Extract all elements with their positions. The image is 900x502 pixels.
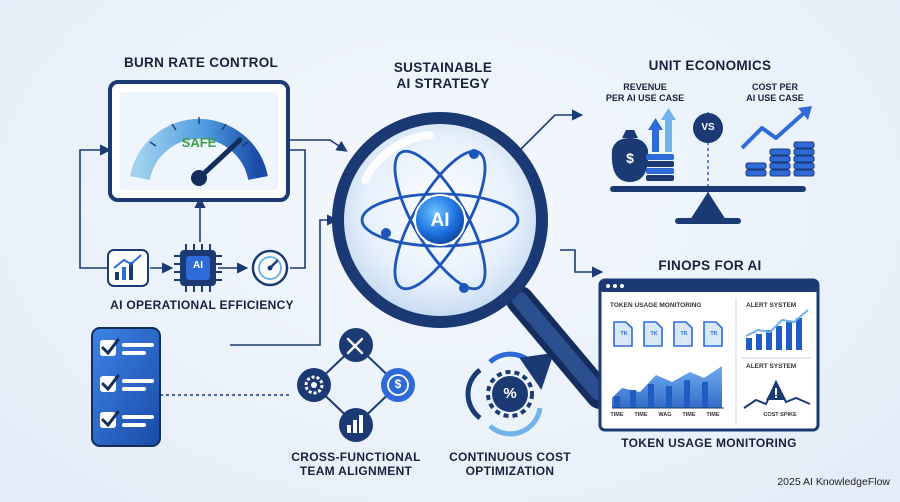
vs-label: VS [701,122,715,133]
percent-gear-icon [492,376,528,412]
atom-electrons [381,149,479,293]
burn-rate-title: BURN RATE CONTROL [123,55,279,70]
revenue-label-line1: REVENUE [623,82,667,92]
footer-credit: 2025 AI KnowledgeFlow [777,476,890,488]
growth-chart-icon [107,249,149,287]
gauge-safe-label: SAFE [181,135,217,150]
dollar-icon [381,368,415,402]
gauge-hub [191,170,207,186]
alert-chart-2 [743,379,811,409]
alignment-title-line1: CROSS-FUNCTIONAL [291,450,421,464]
token-label-4: TK [710,331,718,337]
chip-ai-label: AI [193,260,203,271]
connector-lines [79,109,604,346]
center-title-line1: SUSTAINABLE [393,60,493,75]
cost-icon [740,106,815,177]
cost-label-line1: COST PER [751,82,798,92]
speed-gauge-icon [251,249,289,287]
axis-label-4: TIME [682,412,696,418]
money-bag-dollar: $ [626,150,634,166]
gauge-needle [196,137,243,181]
center-title-line2: AI STRATEGY [396,76,490,91]
percent-glyph: % [503,385,517,402]
ai-chip-icon [174,244,222,292]
revenue-label: REVENUE PER AI USE CASE [600,82,690,104]
axis-label-5: TIME [706,412,720,418]
unit-economics-title: UNIT ECONOMICS [648,58,772,73]
team-alignment-network [297,328,415,442]
gauge-monitor [108,80,290,202]
alignment-title-line2: TEAM ALIGNMENT [299,464,413,478]
optimization-title: CONTINUOUS COST OPTIMIZATION [440,450,580,478]
alert-chart-1 [745,309,809,350]
axis-label-2: TIME [634,412,648,418]
alert-panel-title-1: ALERT SYSTEM [746,302,797,309]
vs-badge [693,113,723,143]
axis-label-3: WAG [658,412,672,418]
center-title: SUSTAINABLE AI STRATEGY [378,60,508,92]
cost-label: COST PER AI USE CASE [730,82,820,104]
efficiency-title: AI OPERATIONAL EFFICIENCY [110,298,294,312]
optimization-cycle-icon [465,351,554,437]
cost-label-line2: AI USE CASE [746,93,804,103]
finops-caption: TOKEN USAGE MONITORING [621,436,797,450]
axis-label-1: TIME [610,412,624,418]
optimization-title-line2: OPTIMIZATION [465,464,555,478]
alert-panel-title-2: ALERT SYSTEM [746,363,797,370]
balance-scale [610,112,806,224]
token-label-3: TK [680,331,688,337]
optimization-title-line1: CONTINUOUS COST [449,450,571,464]
ai-atom-icon [360,149,520,291]
alignment-title: CROSS-FUNCTIONAL TEAM ALIGNMENT [286,450,426,478]
token-label-1: TK [620,331,628,337]
checklist-icon [91,327,161,447]
dollar-glyph: $ [394,377,402,391]
token-file-icons [613,321,723,347]
revenue-label-line2: PER AI USE CASE [605,93,685,103]
ai-core-label: AI [430,210,450,231]
token-usage-chart [612,366,724,409]
token-panel-title: TOKEN USAGE MONITORING [610,302,702,309]
cost-spike-label: COST SPIKE [763,412,797,418]
revenue-icon [611,108,676,182]
token-label-2: TK [650,331,658,337]
finops-title: FINOPS FOR AI [658,258,762,273]
ai-core [414,194,466,246]
